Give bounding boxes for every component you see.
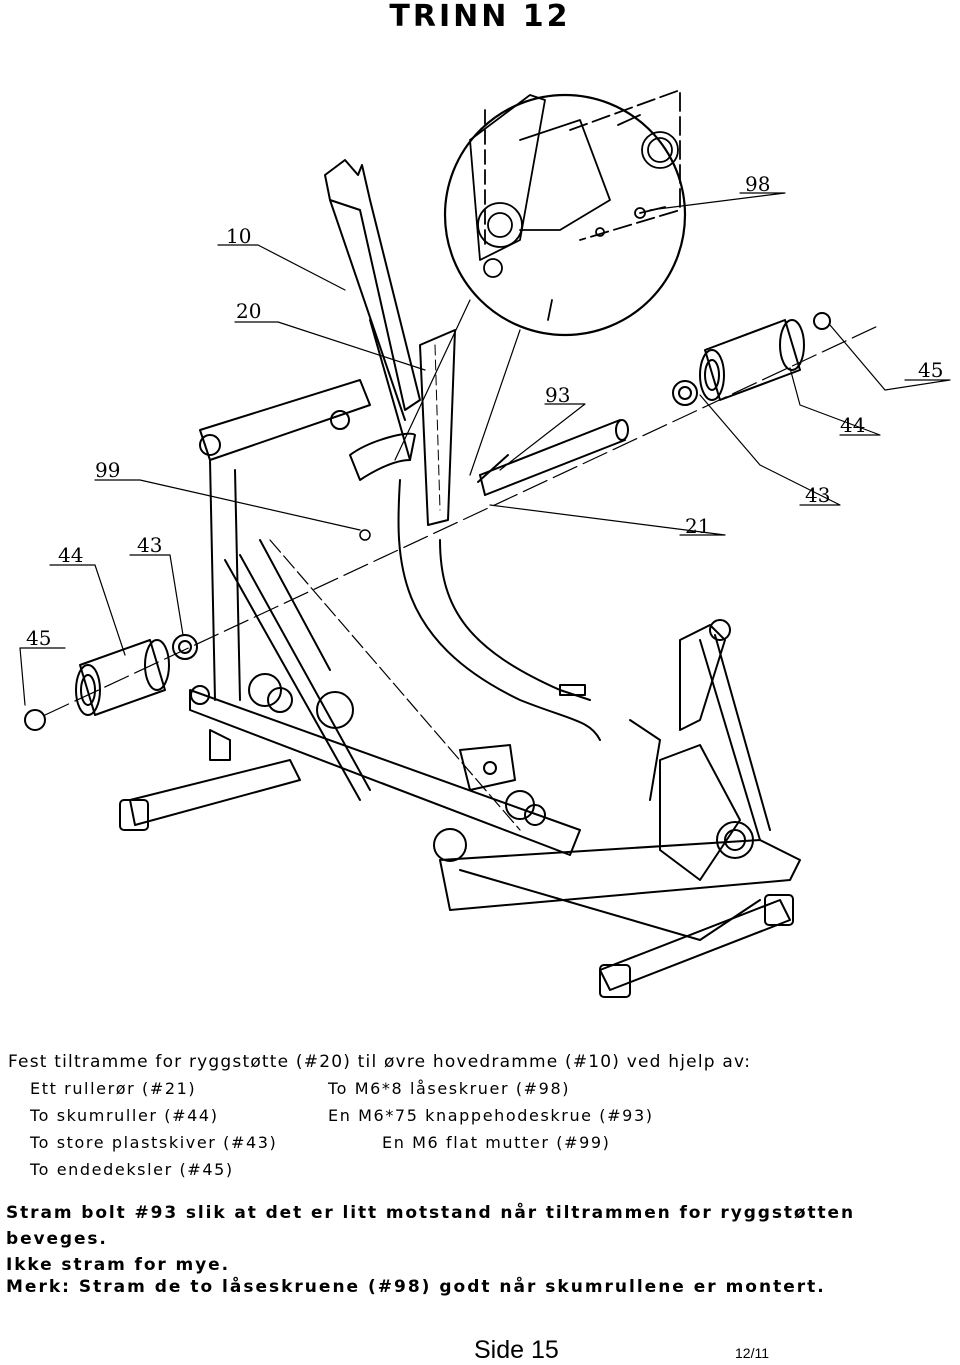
callout-10: 10 xyxy=(226,224,251,248)
tightening-note-line2: Ikke stram for mye. xyxy=(6,1255,230,1275)
part-item: To store plastskiver (#43) xyxy=(30,1133,278,1152)
page-number: Side 15 xyxy=(474,1336,559,1364)
callout-98: 98 xyxy=(745,172,770,196)
part-item: Ett rullerør (#21) xyxy=(30,1079,197,1098)
frame-main xyxy=(119,159,801,998)
callout-44-left: 44 xyxy=(58,543,83,567)
right-foam-roller xyxy=(672,312,831,406)
callout-45-left: 45 xyxy=(26,626,51,650)
part-item: To endedeksler (#45) xyxy=(30,1160,234,1179)
part-item: En M6*75 knappehodeskrue (#93) xyxy=(328,1106,654,1125)
part-item: En M6 flat mutter (#99) xyxy=(382,1133,611,1152)
callout-45-right: 45 xyxy=(918,358,943,382)
detail-parts xyxy=(469,89,681,321)
page-title: TRINN 12 xyxy=(389,0,571,34)
callout-20: 20 xyxy=(236,299,261,323)
leader-lines xyxy=(19,192,951,706)
merk-note: Merk: Stram de to låseskruene (#98) godt… xyxy=(6,1277,826,1297)
tightening-note-line1: Stram bolt #93 slik at det er litt motst… xyxy=(6,1203,855,1249)
intro-text: Fest tiltramme for ryggstøtte (#20) til … xyxy=(8,1052,752,1072)
callout-44-right: 44 xyxy=(840,413,865,437)
left-foam-roller xyxy=(24,634,198,731)
roller-tube xyxy=(479,419,629,496)
callout-21: 21 xyxy=(685,514,710,538)
tightening-note: Stram bolt #93 slik at det er litt motst… xyxy=(6,1200,960,1278)
callout-93: 93 xyxy=(545,383,570,407)
part-item: To skumruller (#44) xyxy=(30,1106,219,1125)
callout-43-right: 43 xyxy=(805,483,830,507)
revision-date: 12/11 xyxy=(735,1345,769,1361)
assembly-diagram: 10 20 93 98 99 44 43 45 21 45 44 43 xyxy=(19,89,951,998)
callout-43-left: 43 xyxy=(137,533,162,557)
detail-circle xyxy=(443,93,687,337)
part-item: To M6*8 låseskruer (#98) xyxy=(328,1079,571,1098)
callout-99: 99 xyxy=(95,458,120,482)
